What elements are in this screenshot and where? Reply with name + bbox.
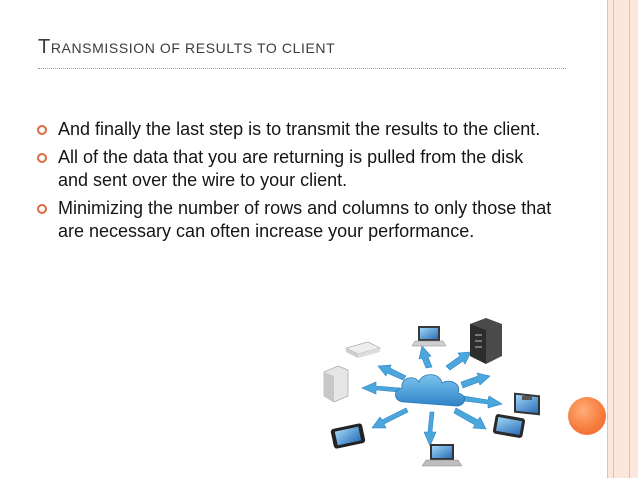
cloud-icon [395,374,465,407]
router-icon [345,341,381,358]
side-line [607,0,608,478]
bullet-marker-icon [37,125,47,135]
title-divider [38,68,566,69]
side-line [613,0,614,478]
hard-drive-icon [323,365,349,403]
bullet-marker-icon [37,152,47,163]
tablet-icon [492,414,526,438]
slide-title: Transmission of results to client [38,36,336,58]
bullet-marker-icon [37,203,47,214]
bullet-list: And finally the last step is to transmit… [37,118,558,244]
smartphone-icon [330,423,366,449]
bullet-item: Minimizing the number of rows and column… [37,197,558,244]
bullet-text: All of the data that you are returning i… [58,146,524,191]
monitor-icon [514,392,540,416]
bullet-item: And finally the last step is to transmit… [37,118,558,142]
laptop-icon [421,444,463,467]
side-line [629,0,630,478]
bullet-text: Minimizing the number of rows and column… [58,197,552,242]
accent-dot [568,397,606,435]
laptop-icon [411,326,447,347]
bullet-text: And finally the last step is to transmit… [58,119,541,139]
arrows [361,345,503,447]
server-rack-icon [470,318,502,364]
network-illustration [323,318,540,467]
bullet-item: All of the data that you are returning i… [37,146,558,193]
